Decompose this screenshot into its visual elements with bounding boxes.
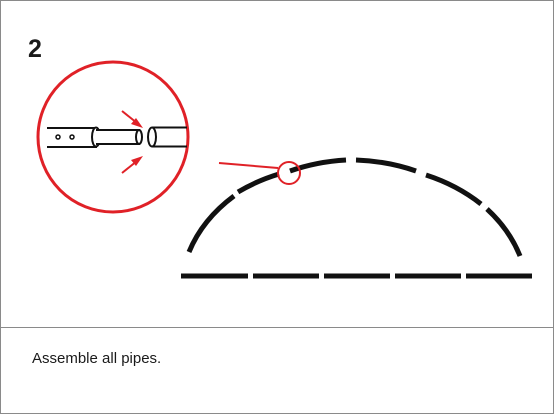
assembly-illustration — [36, 60, 532, 279]
illustration-panel: 2 — [1, 1, 553, 328]
arch-segment — [485, 207, 523, 257]
step-instruction: Assemble all pipes. — [32, 350, 162, 367]
arch-segment — [186, 193, 236, 253]
arch-segment — [236, 171, 280, 195]
arch-segment — [425, 172, 483, 206]
pipe-joint-detail — [47, 126, 187, 148]
arrow-top-head — [131, 118, 143, 128]
right-pipe-end — [147, 126, 157, 148]
arch-segment — [355, 157, 417, 174]
step-number: 2 — [28, 35, 42, 63]
leader-line — [218, 162, 279, 169]
pipe-insert — [96, 129, 140, 145]
joint-arrows — [121, 110, 143, 174]
joint-highlight-circle — [277, 161, 301, 185]
arrow-bottom-head — [131, 156, 143, 166]
pipe-hole — [69, 134, 75, 140]
arch-pipes — [186, 157, 523, 257]
insert-end — [135, 129, 143, 145]
right-pipe — [152, 126, 187, 148]
arch-segment — [289, 157, 347, 174]
pipe-hole — [55, 134, 61, 140]
caption-panel: Assemble all pipes. — [1, 328, 553, 413]
